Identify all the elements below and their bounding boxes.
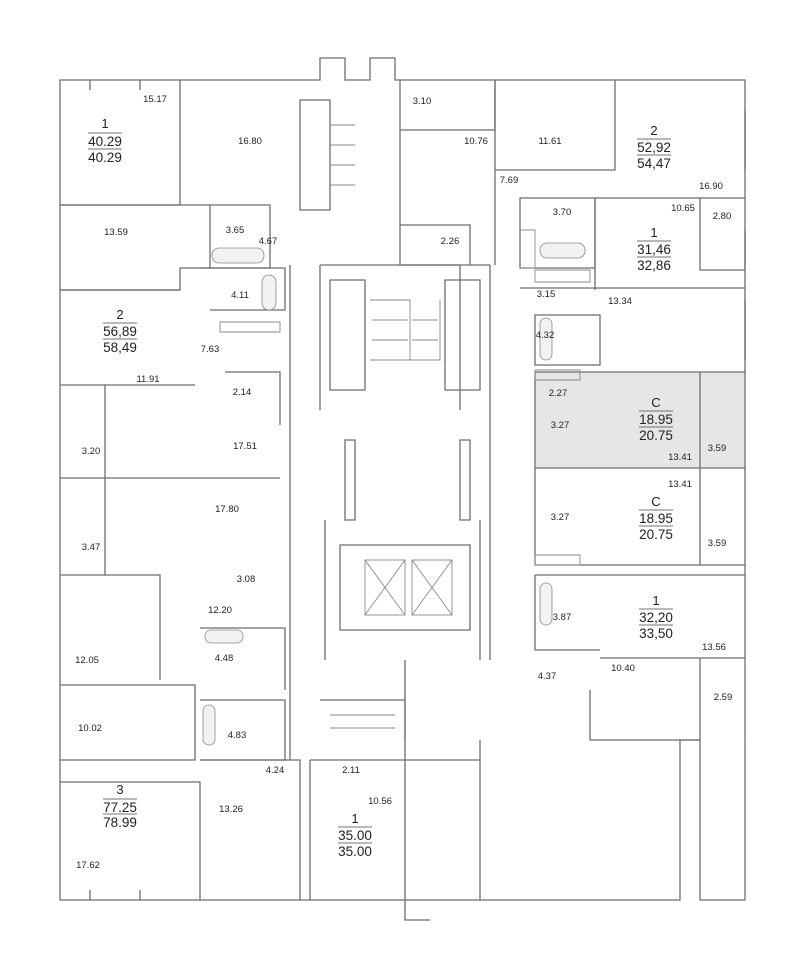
unit-label[interactable]: 1 32,20 33,50 [639,593,673,641]
unit-living-area: 18.95 [639,412,673,427]
room-area: 4.48 [215,653,234,664]
unit-label[interactable]: 2 56,89 58,49 [103,307,137,355]
room-area: 2.14 [233,387,252,398]
room-labels: 15.17 16.80 13.59 3.65 4.67 4.11 7.63 11… [75,94,732,871]
unit-label-highlighted[interactable]: C 18.95 20.75 [639,395,673,443]
highlighted-unit-fill [535,372,745,468]
room-area: 13.26 [219,804,243,815]
room-area: 16.80 [238,136,262,147]
room-area: 12.20 [208,605,232,616]
unit-type: C [651,494,660,509]
unit-label[interactable]: 2 52,92 54,47 [637,123,671,171]
room-area: 3.70 [553,207,572,218]
room-area: 2.59 [714,692,733,703]
room-area: 10.02 [78,723,102,734]
unit-label[interactable]: 1 40.29 40.29 [88,116,122,165]
room-area: 3.27 [551,512,570,523]
room-area: 3.59 [708,443,727,454]
room-area: 12.05 [75,655,99,666]
unit-type: 2 [650,123,657,138]
room-area: 3.87 [553,612,572,623]
unit-living-area: 56,89 [103,324,137,339]
room-area: 10.65 [671,203,695,214]
room-area: 13.41 [668,452,692,463]
unit-label[interactable]: C 18.95 20.75 [639,494,673,542]
room-area: 13.41 [668,479,692,490]
unit-living-area: 18.95 [639,511,673,526]
room-area: 2.27 [549,388,568,399]
unit-type: 2 [116,307,123,322]
room-area: 7.63 [201,344,220,355]
unit-living-area: 35.00 [338,828,372,843]
room-area: 3.27 [551,420,570,431]
unit-total-area: 35.00 [338,844,372,859]
room-area: 3.20 [82,446,101,457]
room-area: 13.34 [608,296,632,307]
room-area: 17.80 [215,504,239,515]
room-area: 10.40 [611,663,635,674]
room-area: 4.67 [259,236,278,247]
unit-type: 3 [116,782,123,797]
unit-type: 1 [351,811,358,826]
unit-total-area: 78.99 [103,815,137,830]
unit-label[interactable]: 1 31,46 32,86 [637,225,671,273]
unit-total-area: 54,47 [637,156,671,171]
unit-label[interactable]: 3 77.25 78.99 [103,782,137,830]
room-area: 4.32 [536,330,555,341]
walls [59,57,746,921]
room-area: 3.59 [708,538,727,549]
unit-type: C [651,395,660,410]
room-area: 13.59 [104,227,128,238]
unit-living-area: 32,20 [639,610,673,625]
unit-label[interactable]: 1 35.00 35.00 [338,811,372,859]
room-area: 3.10 [413,96,432,107]
unit-type: 1 [652,593,659,608]
room-area: 16.90 [699,181,723,192]
room-area: 10.56 [368,796,392,807]
room-area: 11.61 [538,136,561,147]
room-area: 7.69 [500,175,519,186]
room-area: 3.15 [537,289,556,300]
unit-living-area: 77.25 [103,800,137,815]
room-area: 11.91 [136,374,159,385]
unit-total-area: 20.75 [639,428,673,443]
unit-type: 1 [101,116,108,131]
room-area: 3.65 [226,225,245,236]
room-area: 4.83 [228,730,247,741]
room-area: 3.08 [237,574,256,585]
unit-living-area: 40.29 [88,134,122,149]
unit-total-area: 20.75 [639,527,673,542]
room-area: 4.37 [538,671,557,682]
room-area: 2.80 [713,211,732,222]
unit-total-area: 32,86 [637,258,671,273]
unit-total-area: 58,49 [103,340,137,355]
room-area: 17.51 [233,441,257,452]
unit-living-area: 31,46 [637,242,671,257]
room-area: 2.11 [342,765,360,776]
unit-total-area: 33,50 [639,626,673,641]
room-area: 17.62 [76,860,100,871]
room-area: 3.47 [82,542,101,553]
room-area: 13.56 [702,642,726,653]
unit-type: 1 [650,225,657,240]
unit-living-area: 52,92 [637,140,671,155]
unit-total-area: 40.29 [88,150,122,165]
room-area: 4.11 [231,290,249,301]
room-area: 10.76 [464,136,488,147]
room-area: 15.17 [143,94,167,105]
room-area: 2.26 [441,236,460,247]
room-area: 4.24 [266,765,285,776]
